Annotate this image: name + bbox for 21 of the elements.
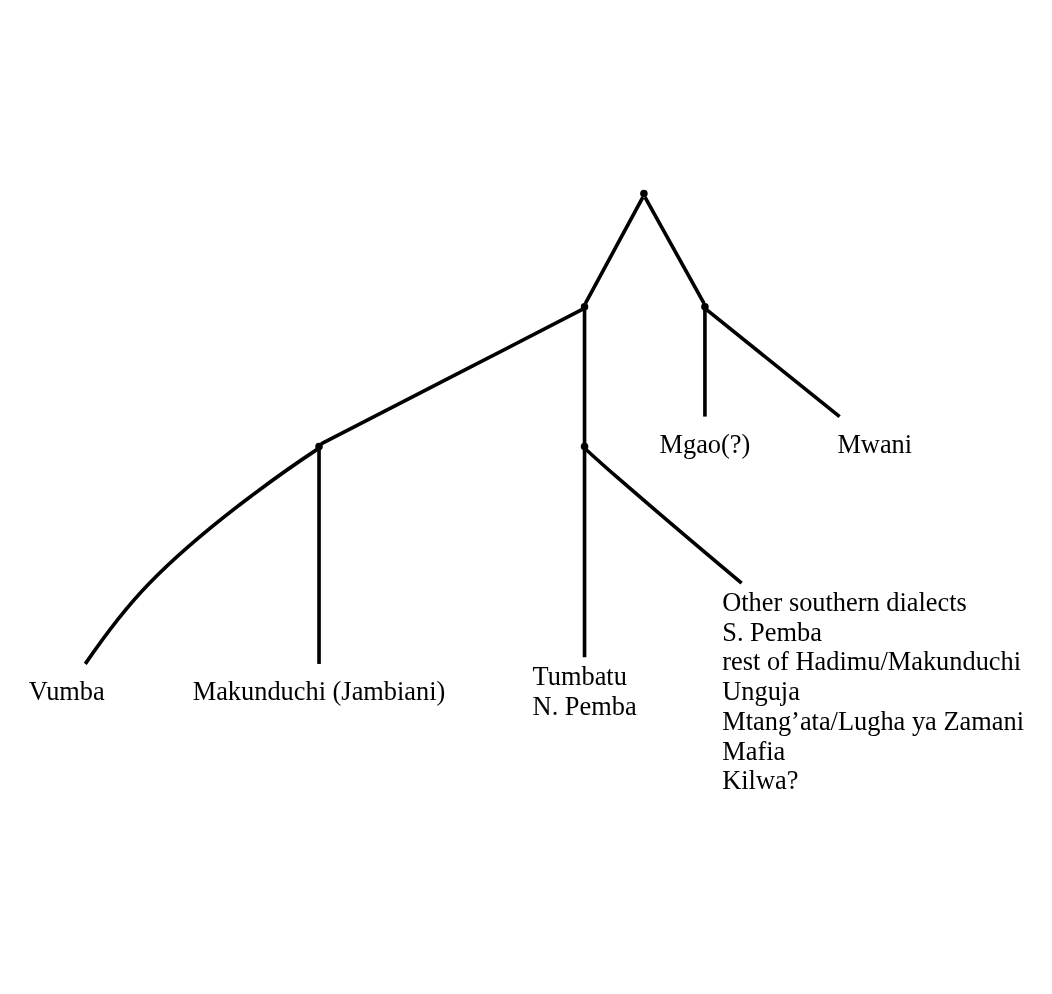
node-text: Tumbatu N. Pemba (532, 660, 637, 721)
connector (317, 449, 321, 664)
connector (83, 447, 319, 665)
connector (703, 309, 707, 417)
connector (583, 195, 645, 304)
connector (582, 449, 587, 657)
node-text: Other southern dialects S. Pemba rest of Hadimu/Makunduchi Unguja Mtang’ata/Lugha ya Zamani Mafia Kilwa? (722, 586, 1024, 795)
connector (643, 195, 706, 304)
node-text: Mgao(?) (659, 428, 751, 459)
node-point (640, 189, 648, 197)
connector (320, 307, 584, 445)
node-point (580, 302, 589, 310)
node-text: Makunduchi (Jambiani) (192, 675, 446, 706)
node-point (580, 442, 589, 450)
connector (705, 307, 841, 418)
node-text: Mwani (837, 428, 913, 459)
connector (584, 447, 743, 585)
node-point (701, 302, 709, 310)
node-point (315, 442, 323, 450)
connector (582, 309, 587, 444)
node-text: Vumba (28, 675, 105, 706)
